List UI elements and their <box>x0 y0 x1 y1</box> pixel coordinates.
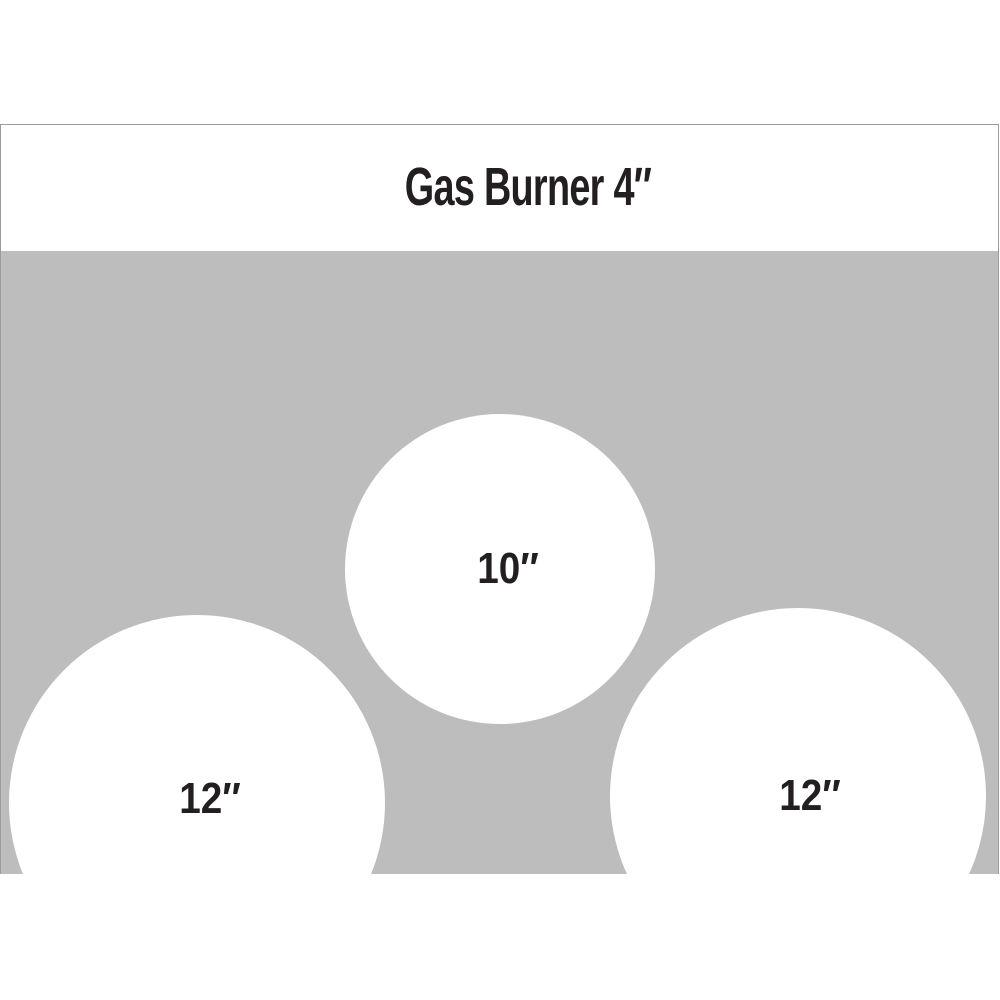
cooktop-panel: Gas Burner 4″ 10″ 12″ 12″ <box>0 124 999 991</box>
burner-size-label: 12″ <box>779 771 841 820</box>
burner-10-inch: 10″ <box>345 414 655 724</box>
burner-size-label: 10″ <box>477 544 539 593</box>
burner-size-label: 12″ <box>179 774 241 823</box>
burner-12-inch-left: 12″ <box>9 615 385 991</box>
diagram-title: Gas Burner 4″ <box>404 157 652 217</box>
burner-12-inch-right: 12″ <box>610 608 986 984</box>
cooktop-surface: 10″ 12″ 12″ <box>1 251 998 991</box>
panel-header: Gas Burner 4″ <box>1 125 998 251</box>
